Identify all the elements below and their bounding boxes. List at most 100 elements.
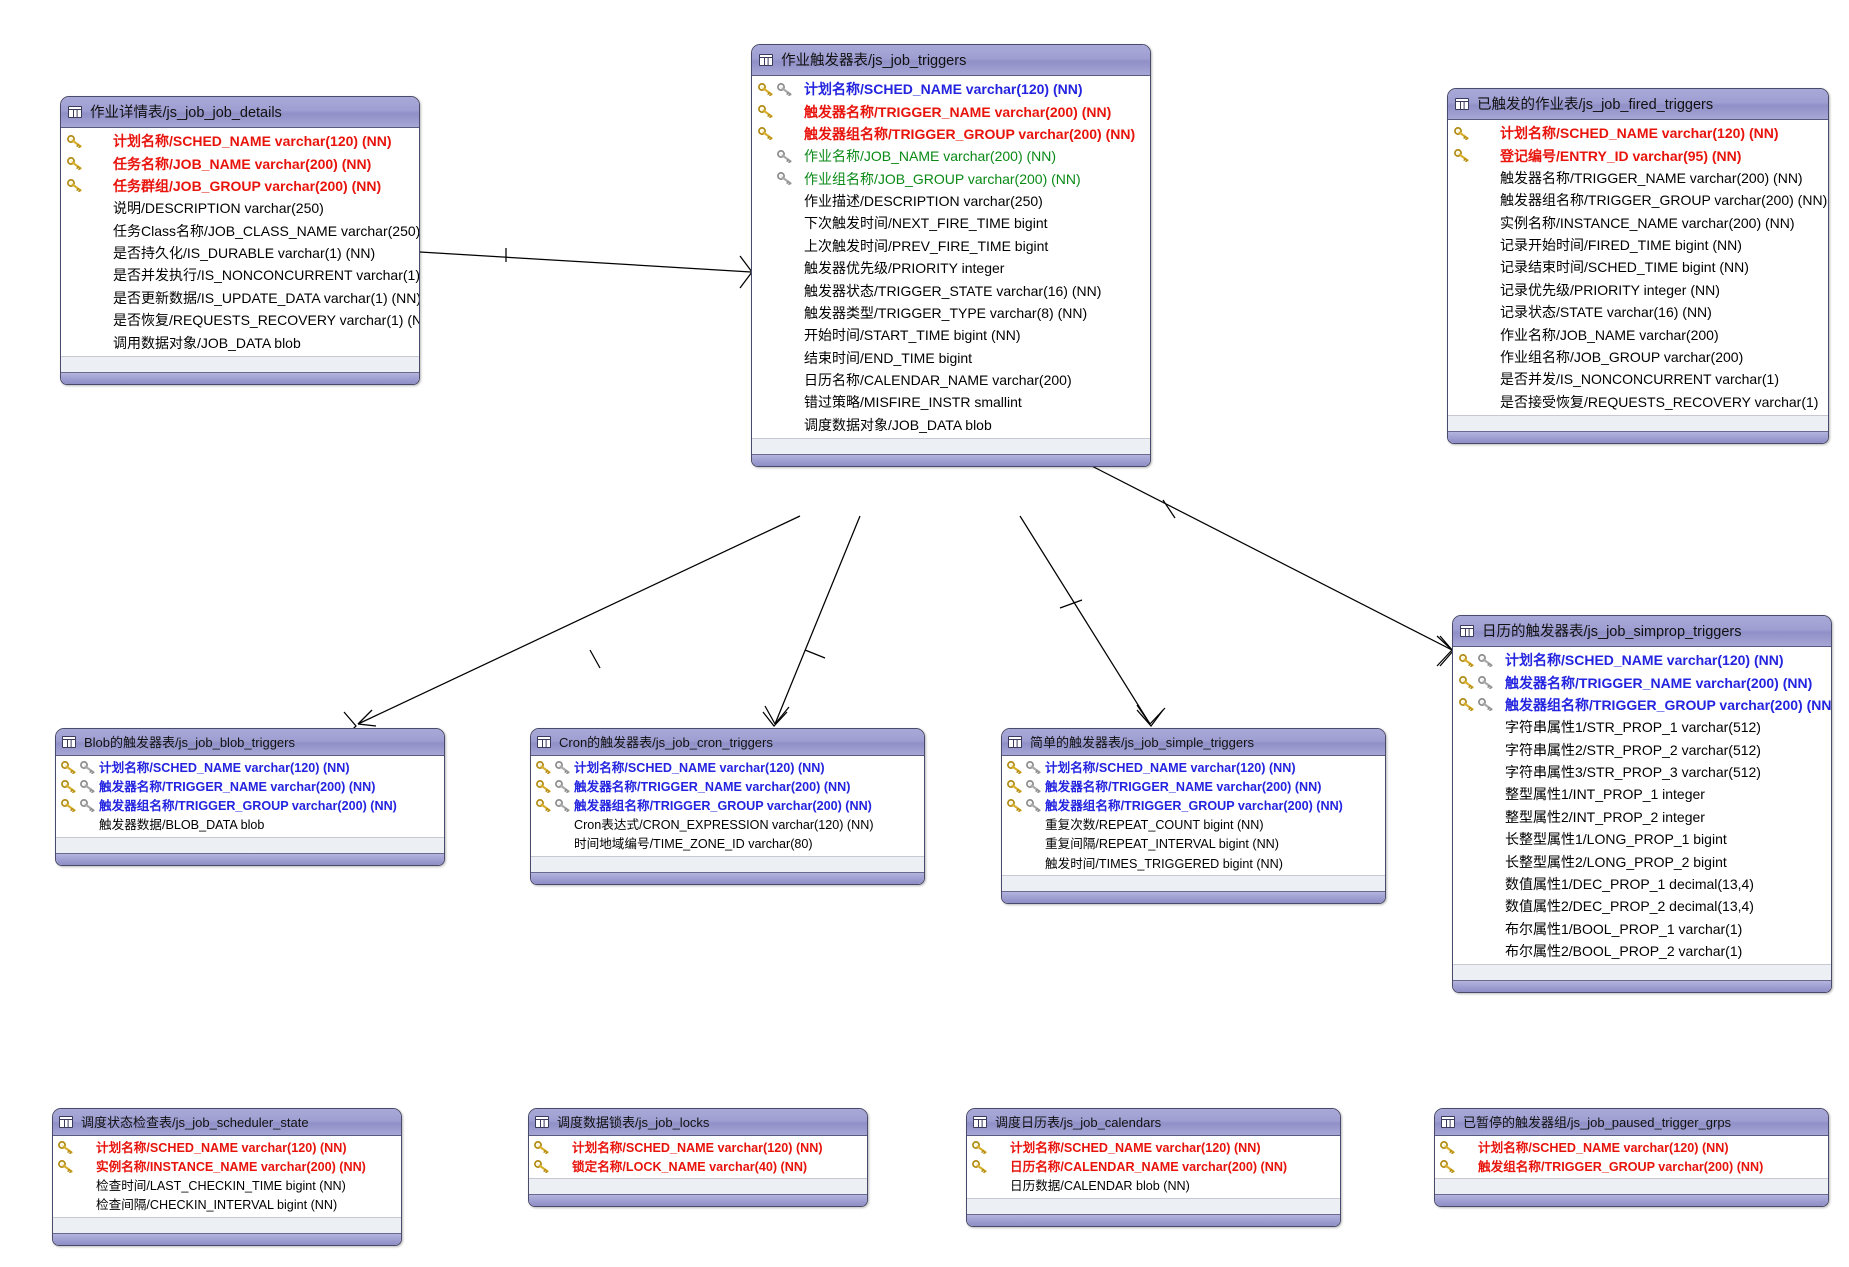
entity-fired_triggers[interactable]: 已触发的作业表/js_job_fired_triggers 计划名称/SCHED…: [1447, 88, 1829, 444]
attribute-row[interactable]: 作业描述/DESCRIPTION varchar(250): [752, 190, 1150, 212]
attribute-row[interactable]: 重复间隔/REPEAT_INTERVAL bigint (NN): [1002, 835, 1385, 854]
attribute-row[interactable]: 触发器名称/TRIGGER_NAME varchar(200) (NN): [56, 777, 444, 796]
attribute-row[interactable]: 整型属性2/INT_PROP_2 integer: [1453, 806, 1831, 828]
entity-header-job_triggers[interactable]: 作业触发器表/js_job_triggers: [752, 45, 1150, 76]
attribute-row[interactable]: 日历数据/CALENDAR blob (NN): [967, 1176, 1340, 1195]
attribute-row[interactable]: 字符串属性1/STR_PROP_1 varchar(512): [1453, 716, 1831, 738]
attribute-row[interactable]: 计划名称/SCHED_NAME varchar(120) (NN): [1435, 1138, 1828, 1157]
entity-calendars[interactable]: 调度日历表/js_job_calendars 计划名称/SCHED_NAME v…: [966, 1108, 1341, 1227]
attribute-row[interactable]: 开始时间/START_TIME bigint (NN): [752, 324, 1150, 346]
attribute-row[interactable]: Cron表达式/CRON_EXPRESSION varchar(120) (NN…: [531, 816, 924, 835]
entity-header-blob_triggers[interactable]: Blob的触发器表/js_job_blob_triggers: [56, 729, 444, 756]
attribute-row[interactable]: 作业名称/JOB_NAME varchar(200) (NN): [752, 145, 1150, 167]
entity-blob_triggers[interactable]: Blob的触发器表/js_job_blob_triggers 计划名称/SCHE…: [55, 728, 445, 866]
attribute-row[interactable]: 触发器名称/TRIGGER_NAME varchar(200) (NN): [752, 100, 1150, 122]
attribute-row[interactable]: 检查间隔/CHECKIN_INTERVAL bigint (NN): [53, 1196, 401, 1215]
attribute-row[interactable]: 重复次数/REPEAT_COUNT bigint (NN): [1002, 816, 1385, 835]
entity-cron_triggers[interactable]: Cron的触发器表/js_job_cron_triggers 计划名称/SCHE…: [530, 728, 925, 885]
attribute-row[interactable]: 是否更新数据/IS_UPDATE_DATA varchar(1) (NN): [61, 287, 419, 309]
entity-job_triggers[interactable]: 作业触发器表/js_job_triggers 计划名称/SCHED_NAME v…: [751, 44, 1151, 467]
entity-simprop_triggers[interactable]: 日历的触发器表/js_job_simprop_triggers 计划名称/SCH…: [1452, 615, 1832, 994]
attribute-row[interactable]: 记录优先级/PRIORITY integer (NN): [1448, 279, 1828, 301]
attribute-row[interactable]: 锁定名称/LOCK_NAME varchar(40) (NN): [529, 1157, 867, 1176]
attribute-row[interactable]: 结束时间/END_TIME bigint: [752, 347, 1150, 369]
attribute-row[interactable]: 触发器名称/TRIGGER_NAME varchar(200) (NN): [1448, 167, 1828, 189]
attribute-row[interactable]: 布尔属性1/BOOL_PROP_1 varchar(1): [1453, 918, 1831, 940]
attribute-row[interactable]: 记录结束时间/SCHED_TIME bigint (NN): [1448, 256, 1828, 278]
attribute-row[interactable]: 计划名称/SCHED_NAME varchar(120) (NN): [56, 758, 444, 777]
entity-header-cron_triggers[interactable]: Cron的触发器表/js_job_cron_triggers: [531, 729, 924, 756]
attribute-row[interactable]: 触发器优先级/PRIORITY integer: [752, 257, 1150, 279]
attribute-row[interactable]: 是否恢复/REQUESTS_RECOVERY varchar(1) (NN): [61, 309, 419, 331]
attribute-row[interactable]: 触发器数据/BLOB_DATA blob: [56, 816, 444, 835]
attribute-row[interactable]: 调度数据对象/JOB_DATA blob: [752, 414, 1150, 436]
entity-header-fired_triggers[interactable]: 已触发的作业表/js_job_fired_triggers: [1448, 89, 1828, 120]
attribute-row[interactable]: 计划名称/SCHED_NAME varchar(120) (NN): [1002, 758, 1385, 777]
attribute-row[interactable]: 计划名称/SCHED_NAME varchar(120) (NN): [53, 1138, 401, 1157]
entity-header-simprop_triggers[interactable]: 日历的触发器表/js_job_simprop_triggers: [1453, 616, 1831, 647]
attribute-row[interactable]: 触发器组名称/TRIGGER_GROUP varchar(200) (NN): [1453, 694, 1831, 716]
attribute-row[interactable]: 下次触发时间/NEXT_FIRE_TIME bigint: [752, 212, 1150, 234]
attribute-row[interactable]: 触发时间/TIMES_TRIGGERED bigint (NN): [1002, 854, 1385, 873]
entity-simple_triggers[interactable]: 简单的触发器表/js_job_simple_triggers 计划名称/SCHE…: [1001, 728, 1386, 905]
attribute-row[interactable]: 计划名称/SCHED_NAME varchar(120) (NN): [61, 130, 419, 152]
attribute-row[interactable]: 作业名称/JOB_NAME varchar(200): [1448, 323, 1828, 345]
attribute-row[interactable]: 触发器组名称/TRIGGER_GROUP varchar(200) (NN): [56, 796, 444, 815]
attribute-row[interactable]: 布尔属性2/BOOL_PROP_2 varchar(1): [1453, 940, 1831, 962]
attribute-row[interactable]: 任务名称/JOB_NAME varchar(200) (NN): [61, 152, 419, 174]
attribute-row[interactable]: 整型属性1/INT_PROP_1 integer: [1453, 783, 1831, 805]
attribute-row[interactable]: 检查时间/LAST_CHECKIN_TIME bigint (NN): [53, 1176, 401, 1195]
attribute-row[interactable]: 上次触发时间/PREV_FIRE_TIME bigint: [752, 235, 1150, 257]
attribute-row[interactable]: 是否接受恢复/REQUESTS_RECOVERY varchar(1): [1448, 391, 1828, 413]
entity-header-paused_trigger_grps[interactable]: 已暂停的触发器组/js_job_paused_trigger_grps: [1435, 1109, 1828, 1136]
attribute-row[interactable]: 计划名称/SCHED_NAME varchar(120) (NN): [531, 758, 924, 777]
attribute-row[interactable]: 触发器组名称/TRIGGER_GROUP varchar(200) (NN): [531, 796, 924, 815]
attribute-row[interactable]: 日历名称/CALENDAR_NAME varchar(200): [752, 369, 1150, 391]
attribute-row[interactable]: 计划名称/SCHED_NAME varchar(120) (NN): [1453, 649, 1831, 671]
entity-job_details[interactable]: 作业详情表/js_job_job_details 计划名称/SCHED_NAME…: [60, 96, 420, 385]
attribute-row[interactable]: 任务Class名称/JOB_CLASS_NAME varchar(250) (N…: [61, 220, 419, 242]
attribute-row[interactable]: 作业组名称/JOB_GROUP varchar(200) (NN): [752, 168, 1150, 190]
attribute-row[interactable]: 触发器组名称/TRIGGER_GROUP varchar(200) (NN): [1002, 796, 1385, 815]
attribute-row[interactable]: 数值属性1/DEC_PROP_1 decimal(13,4): [1453, 873, 1831, 895]
entity-paused_trigger_grps[interactable]: 已暂停的触发器组/js_job_paused_trigger_grps 计划名称…: [1434, 1108, 1829, 1208]
attribute-row[interactable]: 实例名称/INSTANCE_NAME varchar(200) (NN): [1448, 212, 1828, 234]
attribute-row[interactable]: 作业组名称/JOB_GROUP varchar(200): [1448, 346, 1828, 368]
entity-locks[interactable]: 调度数据锁表/js_job_locks 计划名称/SCHED_NAME varc…: [528, 1108, 868, 1208]
attribute-row[interactable]: 错过策略/MISFIRE_INSTR smallint: [752, 391, 1150, 413]
attribute-row[interactable]: 字符串属性3/STR_PROP_3 varchar(512): [1453, 761, 1831, 783]
entity-header-job_details[interactable]: 作业详情表/js_job_job_details: [61, 97, 419, 128]
attribute-row[interactable]: 字符串属性2/STR_PROP_2 varchar(512): [1453, 739, 1831, 761]
attribute-row[interactable]: 触发组名称/TRIGGER_GROUP varchar(200) (NN): [1435, 1157, 1828, 1176]
entity-header-locks[interactable]: 调度数据锁表/js_job_locks: [529, 1109, 867, 1136]
attribute-row[interactable]: 触发器名称/TRIGGER_NAME varchar(200) (NN): [1453, 671, 1831, 693]
entity-header-simple_triggers[interactable]: 简单的触发器表/js_job_simple_triggers: [1002, 729, 1385, 756]
attribute-row[interactable]: 计划名称/SCHED_NAME varchar(120) (NN): [1448, 122, 1828, 144]
attribute-row[interactable]: 触发器名称/TRIGGER_NAME varchar(200) (NN): [1002, 777, 1385, 796]
attribute-row[interactable]: 说明/DESCRIPTION varchar(250): [61, 197, 419, 219]
attribute-row[interactable]: 触发器组名称/TRIGGER_GROUP varchar(200) (NN): [1448, 189, 1828, 211]
attribute-row[interactable]: 实例名称/INSTANCE_NAME varchar(200) (NN): [53, 1157, 401, 1176]
attribute-row[interactable]: 长整型属性1/LONG_PROP_1 bigint: [1453, 828, 1831, 850]
attribute-row[interactable]: 日历名称/CALENDAR_NAME varchar(200) (NN): [967, 1157, 1340, 1176]
attribute-row[interactable]: 数值属性2/DEC_PROP_2 decimal(13,4): [1453, 895, 1831, 917]
attribute-row[interactable]: 计划名称/SCHED_NAME varchar(120) (NN): [529, 1138, 867, 1157]
attribute-row[interactable]: 触发器组名称/TRIGGER_GROUP varchar(200) (NN): [752, 123, 1150, 145]
attribute-row[interactable]: 记录开始时间/FIRED_TIME bigint (NN): [1448, 234, 1828, 256]
attribute-row[interactable]: 登记编号/ENTRY_ID varchar(95) (NN): [1448, 144, 1828, 166]
attribute-row[interactable]: 时间地域编号/TIME_ZONE_ID varchar(80): [531, 835, 924, 854]
attribute-row[interactable]: 长整型属性2/LONG_PROP_2 bigint: [1453, 850, 1831, 872]
attribute-row[interactable]: 触发器状态/TRIGGER_STATE varchar(16) (NN): [752, 279, 1150, 301]
entity-header-calendars[interactable]: 调度日历表/js_job_calendars: [967, 1109, 1340, 1136]
attribute-row[interactable]: 计划名称/SCHED_NAME varchar(120) (NN): [752, 78, 1150, 100]
attribute-row[interactable]: 记录状态/STATE varchar(16) (NN): [1448, 301, 1828, 323]
attribute-row[interactable]: 触发器类型/TRIGGER_TYPE varchar(8) (NN): [752, 302, 1150, 324]
attribute-row[interactable]: 触发器名称/TRIGGER_NAME varchar(200) (NN): [531, 777, 924, 796]
attribute-row[interactable]: 任务群组/JOB_GROUP varchar(200) (NN): [61, 175, 419, 197]
attribute-row[interactable]: 调用数据对象/JOB_DATA blob: [61, 331, 419, 353]
entity-header-scheduler_state[interactable]: 调度状态检查表/js_job_scheduler_state: [53, 1109, 401, 1136]
attribute-row[interactable]: 是否并发执行/IS_NONCONCURRENT varchar(1) (NN): [61, 264, 419, 286]
attribute-row[interactable]: 是否持久化/IS_DURABLE varchar(1) (NN): [61, 242, 419, 264]
attribute-row[interactable]: 是否并发/IS_NONCONCURRENT varchar(1): [1448, 368, 1828, 390]
attribute-row[interactable]: 计划名称/SCHED_NAME varchar(120) (NN): [967, 1138, 1340, 1157]
